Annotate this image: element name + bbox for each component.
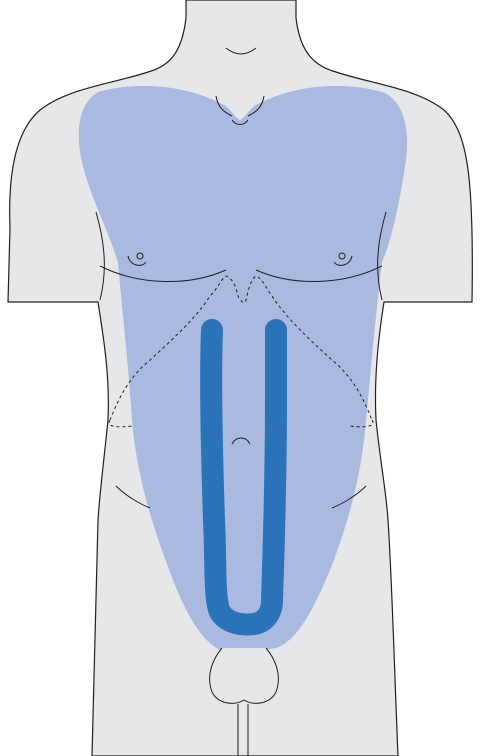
genitalia <box>210 648 279 703</box>
